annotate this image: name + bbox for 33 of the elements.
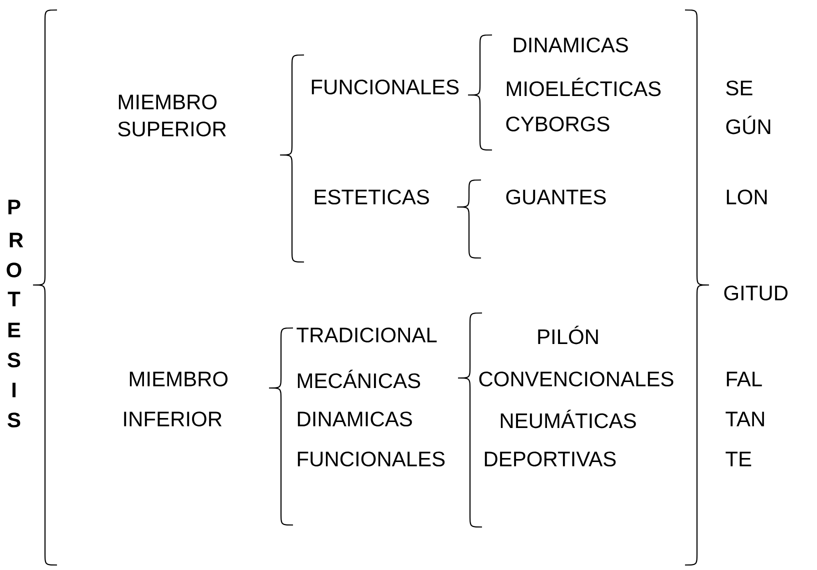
category-term: MECÁNICAS	[298, 370, 420, 388]
vertical-letter: R	[10, 232, 24, 248]
category-term: SUPERIOR	[118, 122, 226, 136]
vertical-letter: I	[12, 382, 16, 398]
category-term: DEPORTIVAS	[484, 452, 616, 466]
side-syllable: TE	[726, 452, 752, 466]
vertical-letter: S	[8, 352, 20, 368]
category-term: MIOELÉCTICAS	[506, 78, 661, 96]
category-term: GUANTES	[506, 190, 606, 204]
category-term: INFERIOR	[124, 412, 222, 426]
vertical-letter: S	[8, 412, 20, 428]
category-term: FUNCIONALES	[298, 452, 445, 466]
category-term: DINAMICAS	[298, 412, 412, 426]
category-term: DINAMICAS	[514, 38, 628, 52]
side-syllable: TAN	[726, 412, 764, 426]
side-syllable: GITUD	[724, 286, 788, 300]
category-term: TRADICIONAL	[296, 328, 437, 342]
vertical-letter: T	[8, 292, 20, 306]
category-term: CYBORGS	[506, 116, 610, 132]
vertical-letter: E	[8, 322, 20, 338]
category-term: MIEMBRO	[130, 372, 228, 386]
vertical-letter: O	[6, 262, 22, 278]
vertical-letter: P	[8, 200, 20, 214]
side-syllable: LON	[726, 190, 767, 204]
category-term: ESTETICAS	[314, 190, 429, 204]
side-syllable: SE	[726, 80, 752, 96]
category-term: FUNCIONALES	[312, 80, 459, 94]
side-syllable: GÚN	[726, 116, 770, 134]
category-term: NEUMÁTICAS	[500, 410, 636, 428]
side-syllable: FAL	[726, 372, 762, 386]
category-term: CONVENCIONALES	[479, 372, 674, 386]
category-term: MIEMBRO	[118, 94, 217, 110]
category-term: PILÓN	[538, 326, 598, 344]
